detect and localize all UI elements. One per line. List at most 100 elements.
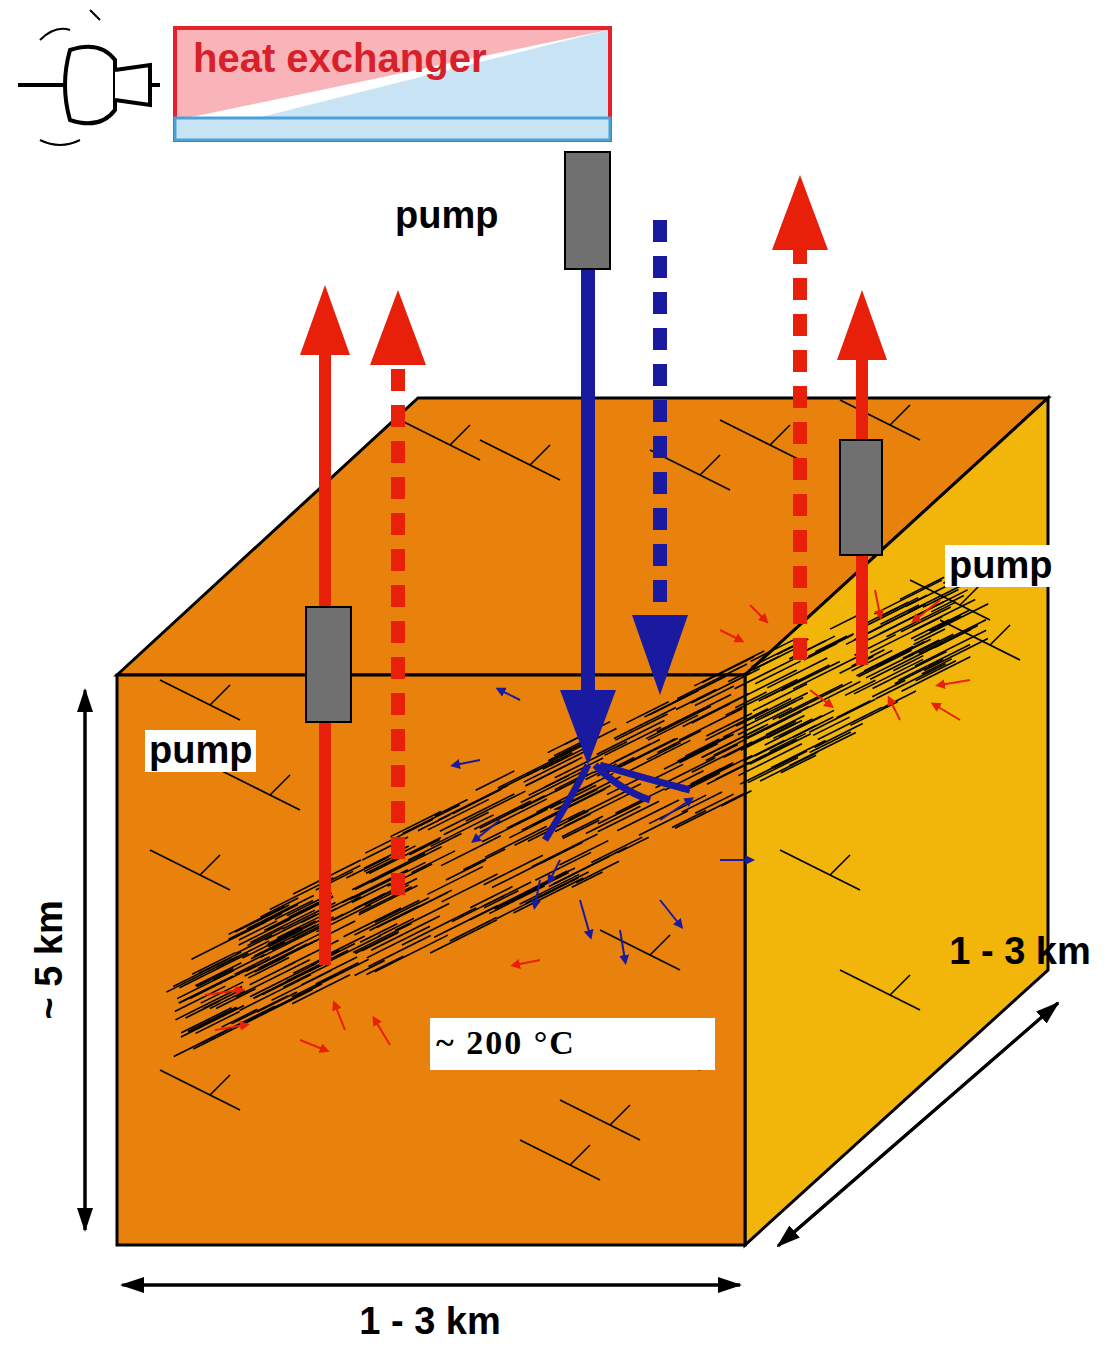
fracture-stroke xyxy=(767,721,802,738)
fracture-stroke xyxy=(874,580,941,614)
fracture-stroke xyxy=(890,405,910,425)
pump-label: pump xyxy=(145,730,256,772)
fracture-stroke xyxy=(452,895,505,921)
fracture-stroke xyxy=(866,654,914,678)
fracture-stroke xyxy=(180,981,224,1003)
fracture-stroke xyxy=(900,577,944,599)
fracture-stroke xyxy=(484,855,543,885)
fracture-stroke xyxy=(371,847,442,882)
fracture-stroke xyxy=(428,799,489,829)
dimension-label: ~ 5 km xyxy=(29,900,71,1019)
temperature-label: ~ 200 °C xyxy=(436,1024,576,1061)
fracture-stroke xyxy=(560,1100,640,1140)
fracture-stroke xyxy=(215,1025,245,1030)
fracture-stroke xyxy=(702,657,754,683)
fracture-stroke xyxy=(908,584,964,612)
fracture-stroke xyxy=(915,630,986,666)
fracture-stroke xyxy=(192,922,266,959)
fracture-stroke xyxy=(923,589,959,607)
fracture-stroke xyxy=(935,705,960,720)
fracture-stroke xyxy=(865,595,927,626)
fracture-stroke xyxy=(160,1070,240,1110)
fracture-stroke xyxy=(174,1027,232,1056)
fracture-stroke xyxy=(375,935,448,972)
fracture-stroke xyxy=(408,833,461,860)
fracture-stroke xyxy=(615,714,667,740)
fracture-stroke xyxy=(660,900,680,925)
fracture-stroke xyxy=(570,1145,590,1165)
fracture-stroke xyxy=(352,883,391,902)
fracture-stroke xyxy=(706,713,752,736)
fracture-stroke xyxy=(751,639,796,662)
fracture-stroke xyxy=(430,920,497,953)
fracture-stroke xyxy=(480,440,560,480)
fracture-stroke xyxy=(675,793,744,828)
fracture-stroke xyxy=(354,862,426,898)
fracture-stroke xyxy=(660,800,690,820)
fracture-stroke xyxy=(444,812,489,834)
fracture-stroke xyxy=(354,898,429,935)
fracture-stroke xyxy=(292,972,341,997)
fracture-stroke xyxy=(650,935,670,955)
fracture-stroke xyxy=(913,629,945,645)
fracture-stroke xyxy=(210,685,230,705)
fracture-stroke xyxy=(705,709,768,740)
fracture-stroke xyxy=(672,811,706,828)
fracture-stroke xyxy=(150,850,230,890)
fracture-stroke xyxy=(639,811,688,836)
fracture-stroke xyxy=(300,1040,325,1050)
fracture-stroke xyxy=(626,740,690,772)
fracture-stroke xyxy=(355,932,399,954)
fracture-stroke xyxy=(535,852,591,880)
fracture-stroke xyxy=(683,764,733,789)
fracture-stroke xyxy=(580,900,590,935)
fracture-stroke xyxy=(409,840,439,855)
fracture-stroke xyxy=(293,950,339,973)
fracture-stroke xyxy=(281,984,322,1004)
fracture-stroke xyxy=(400,420,480,460)
fracture-stroke xyxy=(312,944,355,966)
heat-exchanger-box: heat exchanger xyxy=(175,28,610,140)
fracture-stroke xyxy=(890,975,910,995)
fracture-stroke xyxy=(657,695,731,732)
fracture-stroke xyxy=(463,849,505,870)
fracture-stroke xyxy=(200,855,220,875)
box-title: heat exchanger xyxy=(193,36,486,81)
fracture-stroke xyxy=(626,702,668,723)
fracture-stroke xyxy=(922,659,952,674)
fracture-stroke xyxy=(685,739,719,756)
fracture-stroke xyxy=(559,841,608,865)
fracture-stroke xyxy=(520,874,580,904)
pump-label: pump xyxy=(945,545,1056,587)
fracture-stroke xyxy=(915,600,940,620)
fracture-stroke xyxy=(720,630,740,640)
fracture-stroke xyxy=(875,590,880,615)
fracture-stroke xyxy=(780,850,860,890)
fracture-stroke xyxy=(515,960,540,965)
fracture-stroke xyxy=(990,625,1010,645)
fracture-stroke xyxy=(270,775,290,795)
fracture-stroke xyxy=(815,635,853,654)
fracture-stroke xyxy=(840,400,920,440)
fracture-stroke xyxy=(257,992,297,1012)
fracture-stroke xyxy=(199,952,241,973)
fracture-stroke xyxy=(707,753,770,785)
dimension-label: 1 - 3 km xyxy=(359,1301,501,1343)
fracture-stroke xyxy=(262,984,322,1014)
fracture-stroke xyxy=(781,661,840,690)
fracture-stroke xyxy=(720,859,750,861)
fracture-stroke xyxy=(940,680,970,685)
fracture-stroke xyxy=(205,990,240,995)
fracture-stroke xyxy=(649,795,706,824)
fracture-stroke xyxy=(790,732,856,765)
fracture-stroke xyxy=(836,701,870,718)
fracture-stroke xyxy=(681,755,752,791)
fracture-stroke xyxy=(562,816,603,836)
fracture-stroke xyxy=(870,617,942,653)
fracture-stroke xyxy=(648,715,698,740)
fracture-stroke xyxy=(940,620,1020,660)
fracture-stroke xyxy=(664,734,734,769)
fracture-stroke xyxy=(375,900,419,922)
fracture-stroke xyxy=(810,732,851,753)
fracture-stroke xyxy=(535,880,540,905)
